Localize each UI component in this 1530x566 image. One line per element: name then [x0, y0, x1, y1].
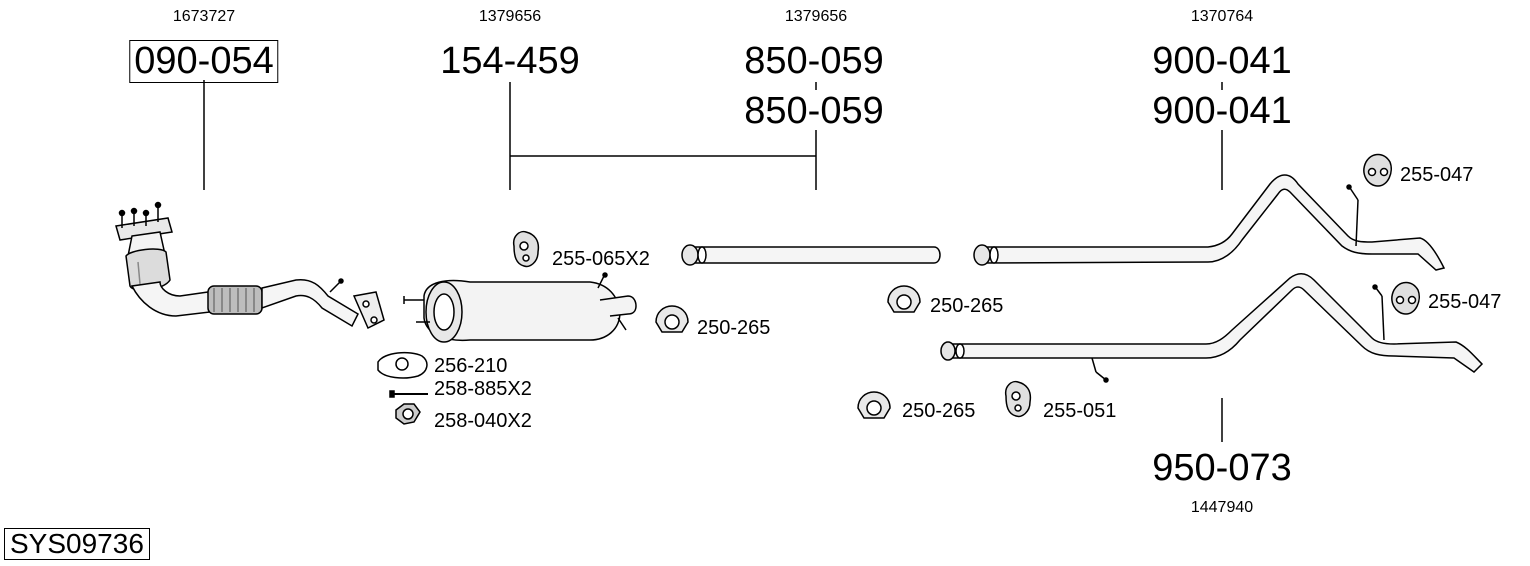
- pipe-clamp-icon: [887, 285, 921, 313]
- accessory-clamp-mid-label[interactable]: 250-265: [697, 317, 771, 339]
- rubber-hanger-icon: [1391, 281, 1420, 315]
- accessory-gasket-label[interactable]: 256-210: [434, 355, 508, 377]
- oe-number-4: 1370764: [1190, 8, 1254, 25]
- bolt-icon: [389, 390, 428, 398]
- middle-silencer: [403, 272, 637, 343]
- part-number-rear-pipe-a[interactable]: 900-041: [1152, 40, 1292, 82]
- accessory-hanger-low-label[interactable]: 255-051: [1043, 400, 1117, 422]
- oe-number-1: 1673727: [172, 8, 236, 25]
- part-number-middle-silencer[interactable]: 154-459: [440, 40, 580, 82]
- part-number-pipe-a[interactable]: 850-059: [744, 40, 884, 82]
- accessory-hanger-rear-label[interactable]: 255-047: [1428, 291, 1502, 313]
- diagram-id: SYS09736: [4, 528, 150, 560]
- oe-number-2: 1379656: [478, 8, 542, 25]
- oe-number-5: 1447940: [1190, 499, 1254, 516]
- part-number-rear-pipe-b[interactable]: 900-041: [1152, 90, 1292, 132]
- pipe-clamp-icon: [857, 391, 891, 419]
- part-number-pipe-b[interactable]: 850-059: [744, 90, 884, 132]
- catalyst-front-pipe: [115, 201, 385, 330]
- pipe-clamp-icon: [655, 305, 689, 333]
- accessory-hanger-mid-label[interactable]: 255-065X2: [552, 248, 650, 270]
- rubber-hanger-icon: [1004, 380, 1032, 418]
- nut-icon: [395, 403, 421, 425]
- part-number-catalyst[interactable]: 090-054: [129, 40, 279, 83]
- part-number-lower-pipe[interactable]: 950-073: [1152, 447, 1292, 489]
- rubber-hanger-icon: [512, 230, 540, 268]
- rear-pipe-upper: [973, 174, 1446, 271]
- gasket-icon: [377, 351, 428, 379]
- rear-pipe-lower: [940, 273, 1484, 383]
- accessory-clamp-low-label[interactable]: 250-265: [902, 400, 976, 422]
- rubber-hanger-icon: [1363, 153, 1392, 187]
- accessory-bolt-label[interactable]: 258-885X2: [434, 378, 532, 400]
- accessory-nut-label[interactable]: 258-040X2: [434, 410, 532, 432]
- intermediate-pipe: [681, 244, 941, 266]
- accessory-hanger-top-label[interactable]: 255-047: [1400, 164, 1474, 186]
- accessory-clamp-pipe-label[interactable]: 250-265: [930, 295, 1004, 317]
- oe-number-3: 1379656: [784, 8, 848, 25]
